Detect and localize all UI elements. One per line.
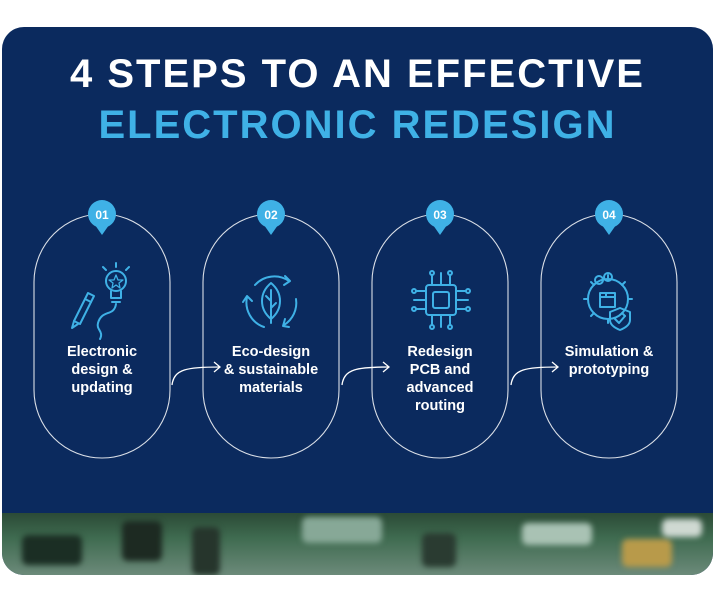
pcb-photo: [2, 513, 713, 575]
chip-icon: [411, 270, 471, 330]
step-badge-3: 03: [426, 200, 454, 235]
step-label-1: Electronic design & updating: [66, 344, 138, 396]
connector-arrow-2: [341, 366, 390, 386]
step-badge-4: 04: [595, 200, 623, 235]
step-capsule-2: [202, 213, 340, 459]
gear-shield-icon: [583, 272, 633, 331]
infographic-card: 4 STEPS TO AN EFFECTIVE ELECTRONIC REDES…: [2, 27, 713, 575]
connector-arrow-1: [171, 366, 221, 386]
connector-arrow-1-head: [213, 361, 222, 373]
recycle-leaf-icon: [242, 275, 298, 328]
step-badge-1: 01: [88, 200, 116, 235]
connector-arrow-3: [510, 366, 559, 386]
step-number-3: 03: [433, 208, 447, 222]
step-number-1: 01: [95, 208, 109, 222]
steps-flow: 01 02 03 04: [33, 200, 678, 459]
title-line-2: ELECTRONIC REDESIGN: [98, 103, 617, 147]
step-label-2: Eco-design & sustainable materials: [223, 344, 319, 396]
step-number-2: 02: [264, 208, 278, 222]
step-capsule-1: [33, 213, 171, 459]
step-badge-2: 02: [257, 200, 285, 235]
step-capsule-4: [540, 213, 678, 459]
step-capsule-3: [371, 213, 509, 459]
connector-arrow-3-head: [551, 361, 560, 373]
step-label-3: Redesign PCB and advanced routing: [406, 344, 474, 414]
step-number-4: 04: [602, 208, 616, 222]
pencil-lightbulb-icon: [71, 262, 130, 340]
connector-arrow-2-head: [382, 361, 391, 373]
step-label-4: Simulation & prototyping: [564, 344, 654, 378]
title-line-1: 4 STEPS TO AN EFFECTIVE: [70, 52, 645, 96]
